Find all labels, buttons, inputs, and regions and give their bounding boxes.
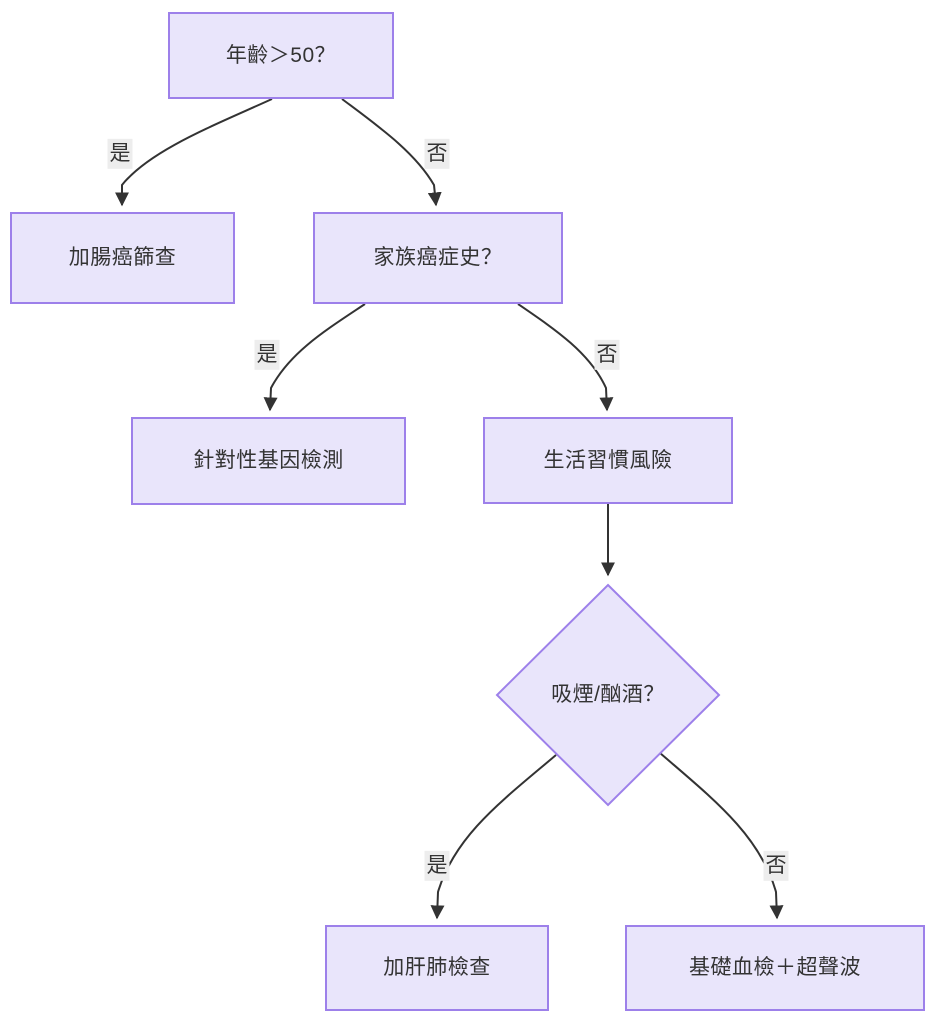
node-family-history-label: 家族癌症史？ — [373, 246, 503, 270]
node-age-label: 年齡＞50？ — [225, 43, 337, 67]
node-age[interactable]: 年齡＞50？ — [168, 12, 394, 99]
node-basic-blood-ultrasound[interactable]: 基礎血檢＋超聲波 — [625, 925, 925, 1011]
node-family-history[interactable]: 家族癌症史？ — [313, 212, 563, 304]
edge-family-to-gene — [263, 303, 366, 412]
node-liver-lung-exam[interactable]: 加肝肺檢查 — [325, 925, 549, 1011]
edge-label-smoke-yes: 是 — [424, 850, 450, 882]
node-lifestyle-risk-label: 生活習慣風險 — [543, 448, 673, 472]
node-liver-lung-exam-label: 加肝肺檢查 — [383, 956, 491, 980]
edge-label-age-no: 否 — [424, 138, 450, 170]
node-smoke-drink[interactable]: 吸煙/酗酒？ — [495, 583, 721, 807]
edge-label-family-yes: 是 — [254, 339, 280, 371]
edge-label-family-no: 否 — [594, 339, 620, 371]
node-colon-screening[interactable]: 加腸癌篩查 — [10, 212, 235, 304]
node-targeted-gene-test-label: 針對性基因檢測 — [193, 449, 344, 473]
node-smoke-drink-label: 吸煙/酗酒？ — [551, 683, 665, 707]
edge-age-to-colon — [115, 98, 273, 207]
edge-age-to-family — [341, 98, 442, 207]
node-basic-blood-ultrasound-label: 基礎血檢＋超聲波 — [689, 956, 861, 980]
node-colon-screening-label: 加腸癌篩查 — [68, 246, 177, 270]
diamond-shape — [495, 583, 721, 807]
node-lifestyle-risk[interactable]: 生活習慣風險 — [483, 417, 733, 504]
edge-label-age-yes: 是 — [107, 138, 133, 170]
edge-label-smoke-no: 否 — [763, 850, 789, 882]
node-targeted-gene-test[interactable]: 針對性基因檢測 — [131, 417, 406, 505]
